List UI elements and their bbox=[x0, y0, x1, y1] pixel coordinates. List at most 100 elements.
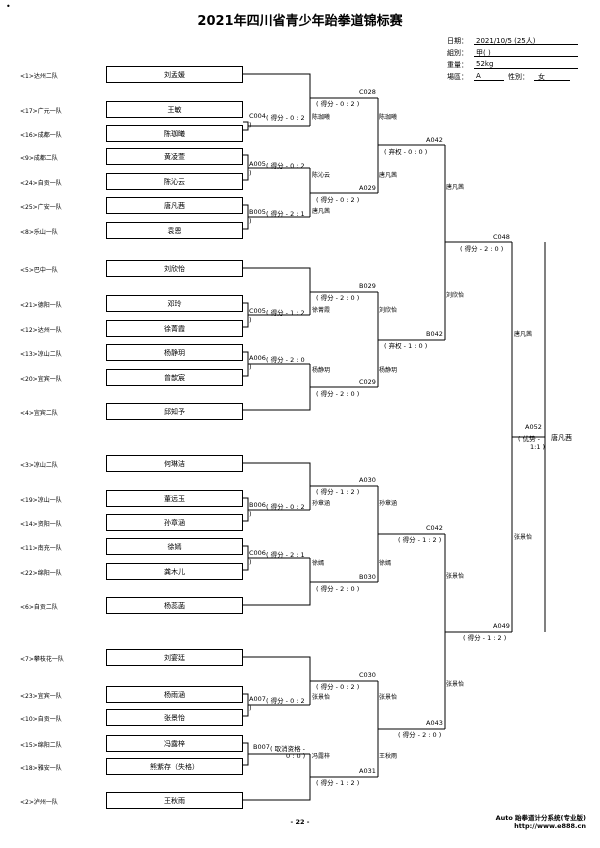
entrant-seed: <5>巴中一队 bbox=[20, 267, 58, 274]
entrant-seed: <1>达州二队 bbox=[20, 73, 58, 80]
match-result-close: ) bbox=[249, 558, 252, 566]
entrant-seed: <9>成都二队 bbox=[20, 155, 58, 162]
match-code: A007 bbox=[249, 695, 266, 703]
match-code: B029 bbox=[359, 282, 376, 290]
match-winner: 徐嫣 bbox=[312, 560, 325, 567]
match-code: C048 bbox=[493, 233, 510, 241]
entrant-seed: <18>雅安一队 bbox=[20, 765, 62, 772]
match-code: C042 bbox=[426, 524, 443, 532]
footer-url: http://www.e888.cn bbox=[514, 822, 586, 830]
match-result-close: ) bbox=[249, 316, 252, 324]
match-winner: 张景怡 bbox=[446, 573, 465, 580]
match-result: ( 弃权 - 0 : 0 ) bbox=[384, 148, 428, 156]
match-winner: 陈珈曦 bbox=[312, 114, 331, 121]
gender-label: 性別： bbox=[508, 73, 529, 81]
entrant-name-box: 王敏 bbox=[106, 101, 243, 118]
entrant-name-box: 袁恩 bbox=[106, 222, 243, 239]
match-code: C030 bbox=[359, 671, 376, 679]
match-code: A030 bbox=[359, 476, 376, 484]
entrant-seed: <10>自贡一队 bbox=[20, 716, 62, 723]
entrant-seed: <23>宜宾一队 bbox=[20, 693, 62, 700]
entrant-name-box: 刘宴廷 bbox=[106, 649, 243, 666]
match-winner: 冯露梓 bbox=[312, 753, 331, 760]
match-code: B007 bbox=[253, 743, 270, 751]
match-winner: 陈沁云 bbox=[312, 172, 331, 179]
entrant-name-box: 陈珈曦 bbox=[106, 125, 243, 142]
court-value: A bbox=[476, 72, 481, 80]
match-result: ( 得分 - 2 : 0 ) bbox=[316, 585, 360, 593]
match-result: ( 得分 - 2 : 0 ) bbox=[316, 390, 360, 398]
entrant-seed: <16>成都一队 bbox=[20, 132, 62, 139]
date-value: 2021/10/5 (25人) bbox=[476, 37, 536, 45]
match-winner: 杨静玥 bbox=[379, 367, 398, 374]
match-code: C028 bbox=[359, 88, 376, 96]
entrant-seed: <25>广安一队 bbox=[20, 204, 62, 211]
group-value: 甲( ) bbox=[476, 49, 491, 57]
entrant-name-box: 徐嫣 bbox=[106, 538, 243, 555]
gender-value: 女 bbox=[538, 73, 545, 81]
entrant-name-box: 徐菁霞 bbox=[106, 320, 243, 337]
match-result: ( 得分 - 0 : 2 bbox=[266, 697, 305, 705]
match-result-close: ) bbox=[249, 704, 252, 712]
entrant-seed: <3>凉山二队 bbox=[20, 462, 58, 469]
match-result: ( 得分 - 1 : 2 ) bbox=[463, 634, 507, 642]
entrant-seed: <7>攀枝花一队 bbox=[20, 656, 64, 663]
match-winner: 孙章涵 bbox=[379, 500, 398, 507]
match-winner: 王秋雨 bbox=[379, 753, 398, 760]
entrant-seed: <4>宜宾二队 bbox=[20, 410, 58, 417]
match-winner: 陈珈曦 bbox=[379, 114, 398, 121]
match-winner: 张景怡 bbox=[312, 694, 331, 701]
match-code: B042 bbox=[426, 330, 443, 338]
match-code: A006 bbox=[249, 354, 266, 362]
entrant-seed: <15>绵阳二队 bbox=[20, 742, 62, 749]
entrant-name-box: 唐凡茜 bbox=[106, 197, 243, 214]
entrant-name-box: 邱知予 bbox=[106, 403, 243, 420]
footer-brand: Auto 跆拳道计分系统(专业版) bbox=[495, 814, 586, 822]
match-code: C006 bbox=[249, 549, 266, 557]
group-label: 組別： bbox=[447, 49, 468, 57]
entrant-name-box: 刘欣怡 bbox=[106, 260, 243, 277]
entrant-name-box: 孙章涵 bbox=[106, 514, 243, 531]
entrant-seed: <20>宜宾一队 bbox=[20, 376, 62, 383]
match-result: ( 得分 - 1 : 2 bbox=[266, 309, 305, 317]
match-winner: 唐凡茜 bbox=[514, 331, 533, 338]
court-label: 場區： bbox=[447, 73, 468, 81]
entrant-seed: <8>乐山一队 bbox=[20, 229, 58, 236]
entrant-seed: <2>泸州一队 bbox=[20, 799, 58, 806]
page-title: 2021年四川省青少年跆拳道锦标赛 bbox=[197, 14, 403, 29]
entrant-name-box: 王秋雨 bbox=[106, 792, 243, 809]
match-result: ( 得分 - 1 : 2 ) bbox=[316, 488, 360, 496]
match-winner: 张景怡 bbox=[446, 681, 465, 688]
entrant-name-box: 邓玲 bbox=[106, 295, 243, 312]
entrant-name-box: 熊紫存（失格） bbox=[106, 758, 243, 775]
match-result: ( 得分 - 0 : 2 bbox=[266, 114, 305, 122]
match-code: C005 bbox=[249, 307, 266, 315]
entrant-name-box: 陈沁云 bbox=[106, 173, 243, 190]
match-result: ( 得分 - 1 : 2 ) bbox=[316, 779, 360, 787]
entrant-seed: <13>凉山二队 bbox=[20, 351, 62, 358]
entrant-name-box: 龚木儿 bbox=[106, 563, 243, 580]
entrant-name-box: 冯露梓 bbox=[106, 735, 243, 752]
match-result: ( 得分 - 0 : 2 ) bbox=[316, 100, 360, 108]
match-winner: 杨静玥 bbox=[312, 367, 331, 374]
match-winner: 张景怡 bbox=[514, 534, 533, 541]
entrant-name-box: 曾歆宸 bbox=[106, 369, 243, 386]
match-result-close: 0 : 0 ) bbox=[286, 752, 306, 760]
entrant-seed: <19>凉山一队 bbox=[20, 497, 62, 504]
entrant-name-box: 张景怡 bbox=[106, 709, 243, 726]
entrant-name-box: 黄凌萱 bbox=[106, 148, 243, 165]
match-code: A052 bbox=[525, 423, 542, 431]
entrant-name-box: 何琳洁 bbox=[106, 455, 243, 472]
match-result: ( 得分 - 0 : 2 bbox=[266, 503, 305, 511]
match-result: ( 得分 - 2 : 0 ) bbox=[316, 294, 360, 302]
match-winner: 张景怡 bbox=[379, 694, 398, 701]
match-result-close: ) bbox=[249, 510, 252, 518]
entrant-seed: <14>资阳一队 bbox=[20, 521, 62, 528]
entrant-seed: <17>广元一队 bbox=[20, 108, 62, 115]
match-result-close: ) bbox=[249, 121, 252, 129]
entrant-seed: <12>达州一队 bbox=[20, 327, 62, 334]
match-winner: 徐嫣 bbox=[379, 560, 392, 567]
match-code: C004 bbox=[249, 112, 266, 120]
match-result-close: ) bbox=[249, 169, 252, 177]
